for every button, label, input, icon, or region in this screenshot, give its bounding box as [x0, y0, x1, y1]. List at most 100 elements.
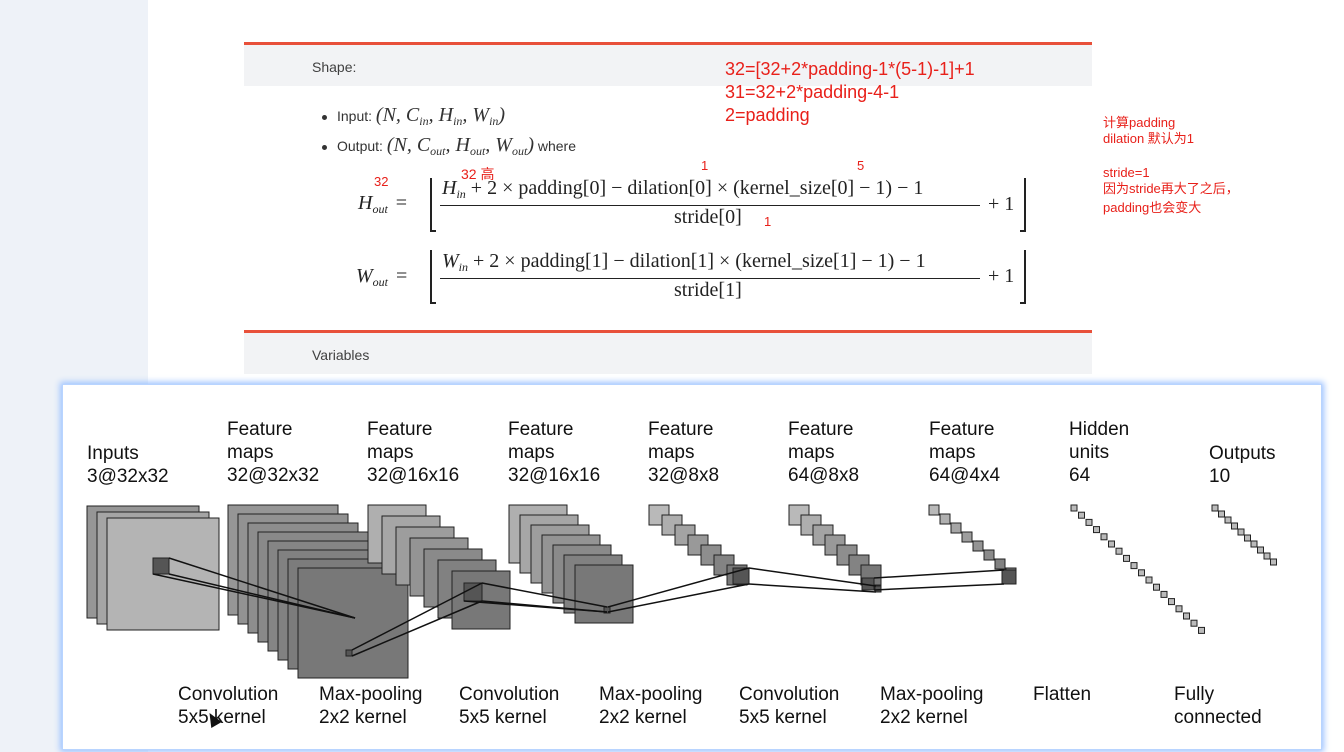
connection-line — [168, 557, 356, 619]
side-note-2: dilation 默认为1 — [1103, 131, 1195, 146]
feature-map — [297, 567, 409, 679]
connection-line — [152, 573, 356, 619]
feature-map — [961, 531, 973, 543]
feature-map — [1093, 526, 1100, 534]
connection-line — [873, 583, 1005, 591]
feature-map — [1168, 598, 1175, 606]
cnn-layer-label: Hidden units 64 — [1069, 419, 1130, 486]
connection-line — [351, 600, 483, 657]
annotation-32-high: 32 高 — [461, 166, 495, 182]
feature-map — [574, 564, 634, 624]
feature-map — [1001, 569, 1017, 585]
wout-numerator: Win + 2 × padding[1] − dilation[1] × (ke… — [442, 250, 926, 274]
shape-header: Shape: — [244, 42, 1092, 86]
feature-map — [1224, 516, 1232, 524]
cnn-layer-label: Feature maps 32@32x32 — [227, 419, 320, 486]
feature-map-layers — [86, 504, 1277, 679]
cnn-operation-label: Max-pooling 2x2 kernel — [599, 684, 703, 728]
hout-plus-one: + 1 — [988, 193, 1015, 215]
cnn-layer-label: Feature maps 32@8x8 — [648, 419, 720, 486]
feature-map — [1250, 540, 1258, 548]
feature-map — [983, 549, 995, 561]
shape-bullet-list: Input: (N, Cin, Hin, Win) Output: (N, Co… — [322, 100, 576, 160]
shape-section: Shape: Input: (N, Cin, Hin, Win) Output:… — [244, 42, 1092, 334]
feature-map — [463, 582, 483, 602]
cnn-layer-label: Feature maps 64@8x8 — [788, 419, 860, 486]
output-bullet: Output: (N, Cout, Hout, Wout) where — [322, 130, 576, 160]
cnn-operation-label: Flatten — [1033, 684, 1092, 705]
feature-map — [1108, 540, 1115, 548]
annotation-eq2: 31=32+2*padding-4-1 — [725, 82, 900, 102]
feature-map — [1100, 533, 1108, 541]
feature-map — [939, 513, 951, 525]
feature-map — [1237, 528, 1245, 536]
wout-denominator: stride[1] — [674, 279, 742, 301]
feature-map — [1257, 546, 1264, 554]
feature-map — [1153, 583, 1160, 591]
side-note-4: 因为stride再大了之后， — [1103, 181, 1239, 196]
connection-line — [481, 582, 608, 608]
output-label: Output: — [337, 138, 387, 154]
feature-map — [1160, 590, 1168, 598]
feature-map — [1183, 612, 1190, 620]
cnn-operation-label: Max-pooling 2x2 kernel — [319, 684, 423, 728]
annotation-stride-1: 1 — [764, 214, 772, 229]
hout-numerator: Hin + 2 × padding[0] − dilation[0] × (ke… — [442, 177, 924, 201]
connection-line — [463, 600, 608, 613]
connection-line — [607, 567, 750, 608]
wout-fraction-bar — [440, 278, 980, 279]
feature-map — [1123, 554, 1130, 562]
annotation-32: 32 — [374, 174, 389, 189]
cnn-layer-label: Feature maps 64@4x4 — [929, 419, 1001, 486]
variables-header: Variables — [244, 330, 1092, 374]
hout-floor-right — [1020, 178, 1026, 232]
feature-map — [1130, 562, 1138, 570]
feature-map — [1270, 558, 1277, 566]
feature-map — [1145, 576, 1153, 584]
feature-map — [1198, 626, 1205, 634]
output-shape-math: (N, Cout, Hout, Wout) — [386, 134, 534, 158]
connection-line — [607, 583, 750, 613]
cnn-operation-label: Max-pooling 2x2 kernel — [880, 684, 984, 728]
feature-map — [1085, 518, 1093, 526]
feature-map — [1211, 504, 1219, 512]
side-note-1: 计算padding — [1103, 115, 1176, 130]
annotation-eq3: 2=padding — [725, 105, 810, 125]
wout-plus-one: + 1 — [988, 265, 1015, 287]
feature-map — [345, 649, 353, 657]
cnn-operation-label: Fully connected — [1174, 684, 1262, 728]
wout-floor-left — [430, 250, 436, 304]
wout-floor-right — [1020, 250, 1026, 304]
feature-map — [1078, 511, 1085, 519]
feature-map — [1175, 605, 1183, 613]
feature-map — [950, 522, 962, 534]
variables-title: Variables — [312, 347, 370, 363]
feature-map — [1263, 552, 1271, 560]
side-note-3: stride=1 — [1103, 165, 1150, 180]
connection-line — [873, 569, 1005, 579]
input-shape-math: (N, Cin, Hin, Win) — [375, 104, 506, 128]
annotation-kernel-5: 5 — [857, 158, 865, 173]
output-where: where — [533, 138, 577, 154]
connection-lines — [152, 557, 1005, 657]
hout-fraction-bar — [440, 205, 980, 206]
feature-map — [972, 540, 984, 552]
cnn-layer-label: Feature maps 32@16x16 — [367, 419, 460, 486]
cnn-operation-label: Convolution 5x5 kernel — [178, 684, 279, 728]
feature-map — [152, 557, 170, 575]
feature-map — [1190, 619, 1198, 627]
feature-map — [1138, 569, 1145, 577]
input-bullet: Input: (N, Cin, Hin, Win) — [322, 100, 576, 130]
connection-line — [351, 582, 483, 651]
shape-title: Shape: — [312, 59, 357, 75]
connection-line — [748, 583, 877, 593]
feature-map — [1244, 534, 1251, 542]
bullet-dot — [322, 114, 327, 120]
annotation-eq1: 32=[32+2*padding-1*(5-1)-1]+1 — [725, 59, 975, 79]
feature-map — [928, 504, 940, 516]
feature-map — [1070, 504, 1078, 512]
side-note-5: padding也会变大 — [1103, 200, 1202, 215]
hout-floor-left — [430, 178, 436, 232]
wout-lhs: Wout= — [356, 265, 408, 289]
